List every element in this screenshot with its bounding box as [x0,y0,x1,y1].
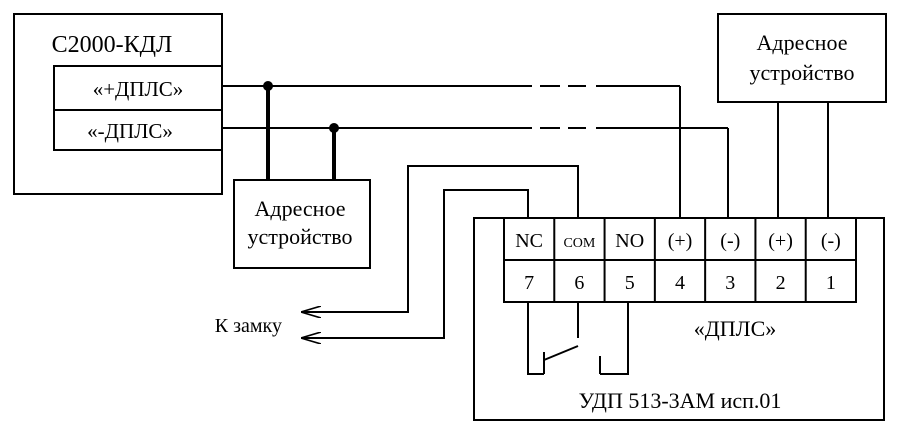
lock-label: К замку [215,315,282,337]
udp-terminal-number: 2 [776,272,786,294]
relay-contact-symbol [527,302,629,375]
address-device-middle-frame [233,179,371,269]
junction-dot-minus [329,123,339,133]
udp-terminal-numbers-row [503,259,857,303]
address-device-top-frame [717,13,887,103]
address-device-middle-line1: Адресное [255,196,346,221]
udp-terminal-name: NO [615,230,644,252]
address-device-middle-line2: устройство [247,224,352,249]
address-device-middle: Адресное устройство [233,81,371,269]
udp-terminal-name: NC [515,230,543,252]
controller-terminal-plus-label: «+ДПЛС» [93,77,184,101]
udp-bus-label: «ДПЛС» [694,316,777,341]
udp-terminal-name: COM [563,236,595,251]
lock-wire-com [302,165,579,312]
udp-terminal-names-row [503,217,857,261]
address-device-top: Адресное устройство [717,13,887,218]
address-device-top-line1: Адресное [757,30,848,55]
controller-terminal-plus [53,65,223,111]
controller-terminal-minus [53,109,223,151]
udp-terminal-number: 1 [826,272,836,294]
controller-block: С2000-КДЛ «+ДПЛС» «-ДПЛС» [13,13,223,195]
udp-terminal-number: 4 [675,272,685,294]
udp-terminal-number: 5 [625,272,635,294]
controller-terminal-minus-label: «-ДПЛС» [87,119,173,143]
udp-terminal-name: (-) [821,230,841,252]
junction-dot-plus [263,81,273,91]
udp-terminal-name: (+) [668,230,693,252]
address-device-top-line2: устройство [749,60,854,85]
lock-wires: К замку [215,165,579,338]
dpls-bus-wires [222,85,729,218]
udp-title: УДП 513-3АМ исп.01 [579,388,782,413]
udp-module: NC 7 COM 6 NO 5 (+) 4 (-) 3 (+) 2 (-) 1 «ДПЛС» УДП 51… [473,217,885,421]
controller-title: С2000-КДЛ [52,32,173,58]
lock-wire-nc [302,189,529,338]
udp-terminal-number: 7 [524,272,534,294]
udp-terminal-name: (+) [768,230,793,252]
udp-terminal-name: (-) [720,230,740,252]
udp-terminal-number: 6 [574,272,584,294]
udp-terminal-cells: NC 7 COM 6 NO 5 (+) 4 (-) 3 (+) 2 (-) 1 [515,218,841,302]
udp-terminal-number: 3 [725,272,735,294]
